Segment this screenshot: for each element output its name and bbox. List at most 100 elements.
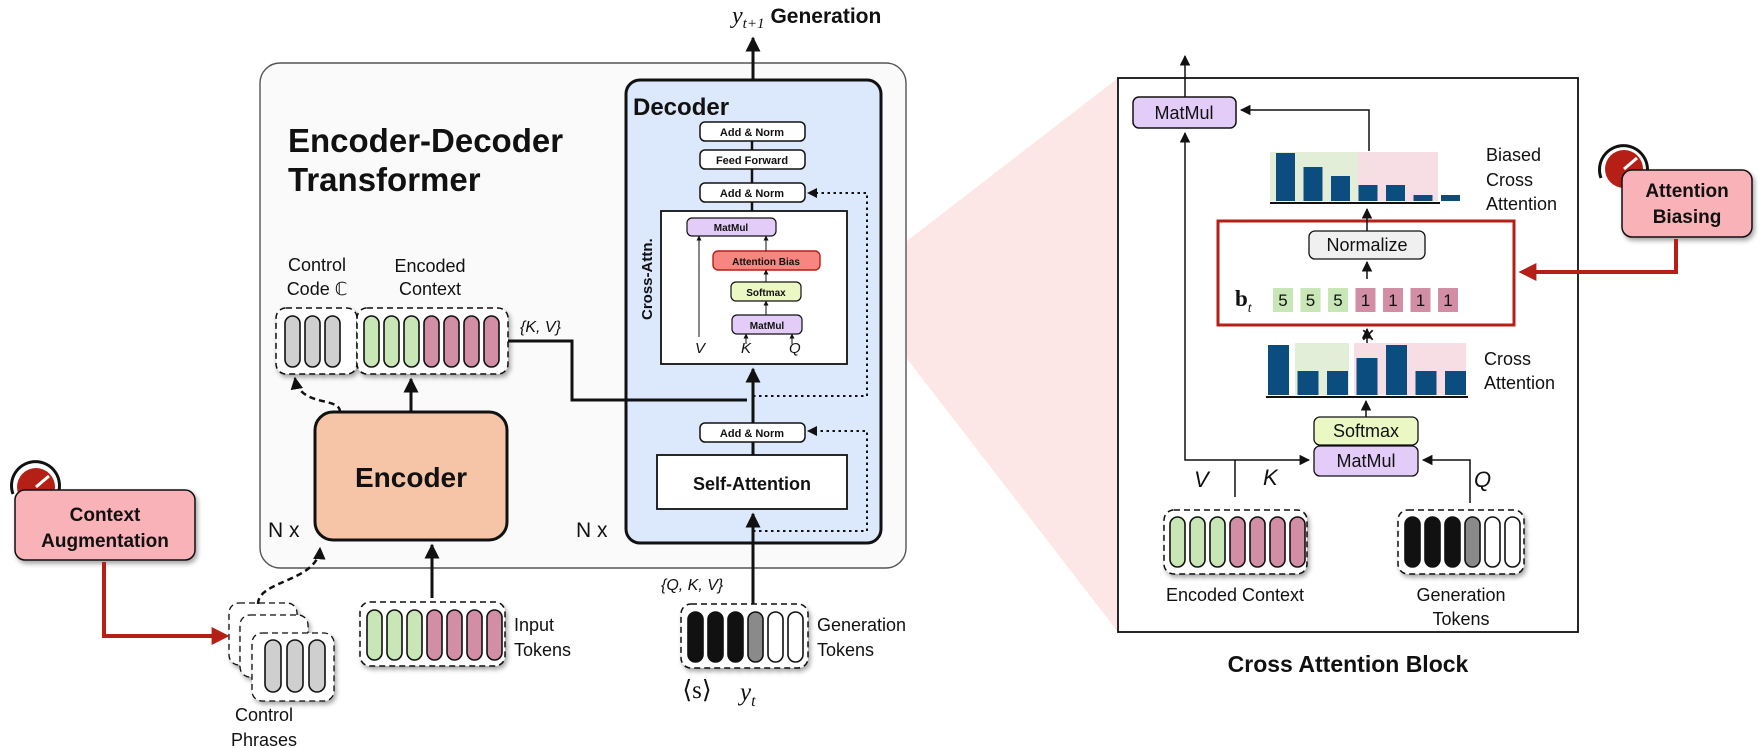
- qkv-label: {Q, K, V}: [661, 577, 724, 594]
- decoder-title: Decoder: [633, 94, 729, 121]
- attention-knob-needle: [1623, 156, 1638, 171]
- input-token: [386, 609, 403, 661]
- cb-encoded-context-token: [1189, 516, 1206, 568]
- input-token: [466, 609, 483, 661]
- control-phrase-tokens: [264, 639, 326, 693]
- cross-attention-bar: [1445, 371, 1466, 395]
- input-tokens-label-2: Tokens: [514, 640, 571, 660]
- bias-cell: [1300, 288, 1321, 312]
- biased-attention-bar: [1303, 167, 1323, 201]
- bias-cell: [1383, 288, 1403, 312]
- biased-attention-bar: [1331, 176, 1350, 201]
- generation-tokens: [687, 611, 804, 663]
- yt-label: yt: [737, 679, 756, 710]
- cb-gen-tokens-label-1: Generation: [1416, 585, 1505, 605]
- attention-biasing-label-1: Attention: [1645, 181, 1728, 202]
- cb-generation-tokens: [1404, 516, 1521, 568]
- encoded-context-token: [423, 315, 440, 368]
- inner-attention-bias-label: Attention Bias: [732, 257, 800, 268]
- cb-encoded-context-token: [1209, 516, 1226, 568]
- phrases-to-encoder: [256, 546, 326, 605]
- biased-attention-bar: [1276, 153, 1295, 201]
- inner-k-label: K: [741, 340, 752, 357]
- cross-attention-shading: [1295, 343, 1466, 395]
- cross-attention-bars: [1268, 345, 1466, 395]
- attention-knob-arc: [1598, 144, 1649, 179]
- bias-cell-value: 1: [1443, 291, 1452, 310]
- cb-generation-token: [1464, 516, 1481, 568]
- bias-cell: [1355, 288, 1376, 312]
- attention-biasing-label-box: [1621, 169, 1753, 238]
- generation-token: [687, 611, 704, 663]
- bias-cell-value: 1: [1416, 291, 1425, 310]
- attention-biasing-arrow: [1518, 239, 1678, 281]
- encoded-context-token: [383, 315, 400, 368]
- inner-matmul-bottom: [731, 314, 803, 335]
- transformer-title-line2: Transformer: [288, 161, 481, 198]
- cb-v-label: V: [1194, 467, 1211, 492]
- cb-encoded-context-tokens: [1169, 516, 1306, 568]
- decoder-repeat-label: N x: [576, 519, 608, 542]
- cross-attention-bar: [1386, 345, 1407, 395]
- cb-generation-token: [1404, 516, 1421, 568]
- cb-gen-tokens-label-2: Tokens: [1432, 609, 1489, 629]
- encoder-to-control-code: [290, 376, 342, 413]
- cb-generation-token: [1444, 516, 1461, 568]
- normalize-label: Normalize: [1326, 235, 1407, 255]
- control-phrases-label-2: Phrases: [231, 730, 297, 748]
- encoded-context-tokens: [363, 315, 500, 368]
- inner-matmul-top-label: MatMul: [714, 223, 749, 234]
- encoder-repeat-label: N x: [268, 519, 300, 542]
- biased-attention-bar: [1441, 195, 1460, 201]
- biased-attention-label-1: Biased: [1486, 145, 1541, 165]
- self-attention: [656, 454, 848, 510]
- biased-attention-bar: [1413, 195, 1433, 201]
- control-phrase-token: [286, 639, 304, 693]
- bias-cell-value: 5: [1333, 291, 1342, 310]
- bias-cell-value: 5: [1306, 291, 1315, 310]
- bias-cell: [1273, 288, 1293, 312]
- zoom-projection: [850, 78, 1118, 632]
- bias-cell-value: 5: [1278, 291, 1287, 310]
- biased-attention-shading: [1270, 152, 1438, 201]
- cb-q-path: [1421, 454, 1471, 503]
- biased-attention-label-3: Attention: [1486, 194, 1557, 214]
- biased-attention-bar: [1358, 185, 1378, 201]
- inner-q-label: Q: [789, 340, 801, 357]
- cb-matmul-bottom-label: MatMul: [1336, 451, 1395, 471]
- transformer-title-line1: Encoder-Decoder: [288, 122, 563, 159]
- generation-token: [767, 611, 784, 663]
- add-norm-bottom-label: Add & Norm: [720, 428, 784, 440]
- control-code-label-1: Control: [288, 255, 346, 275]
- control-phrases-label-1: Control: [235, 705, 293, 725]
- input-token: [366, 609, 383, 661]
- context-augmentation-label-box: [14, 489, 196, 561]
- control-code-token: [324, 315, 341, 368]
- cross-attention-bar: [1268, 345, 1289, 395]
- cb-encoded-context-token: [1169, 516, 1186, 568]
- cb-generation-token: [1504, 516, 1521, 568]
- input-token: [446, 609, 463, 661]
- self-attention-label: Self-Attention: [693, 474, 811, 494]
- cb-v-path: [1179, 131, 1236, 497]
- cross-attention-label-2: Attention: [1484, 373, 1555, 393]
- cross-attention-label-1: Cross: [1484, 349, 1531, 369]
- biased-attention-bars: [1276, 153, 1460, 201]
- encoded-context-token: [403, 315, 420, 368]
- generation-token: [727, 611, 744, 663]
- add-norm-mid-label: Add & Norm: [720, 188, 784, 200]
- cross-attention-bar: [1297, 371, 1319, 395]
- cb-encoded-context-token: [1249, 516, 1266, 568]
- cb-q-label: Q: [1474, 467, 1491, 492]
- bias-cell: [1438, 288, 1458, 312]
- control-phrase-token: [264, 639, 282, 693]
- input-tokens-label-1: Input: [514, 615, 554, 635]
- bias-cell: [1328, 288, 1348, 312]
- bias-cell-value: 1: [1361, 291, 1370, 310]
- cb-softmax: [1313, 416, 1419, 446]
- encoder-label: Encoder: [355, 462, 467, 493]
- inner-softmax-label: Softmax: [746, 288, 786, 299]
- input-token: [486, 609, 503, 661]
